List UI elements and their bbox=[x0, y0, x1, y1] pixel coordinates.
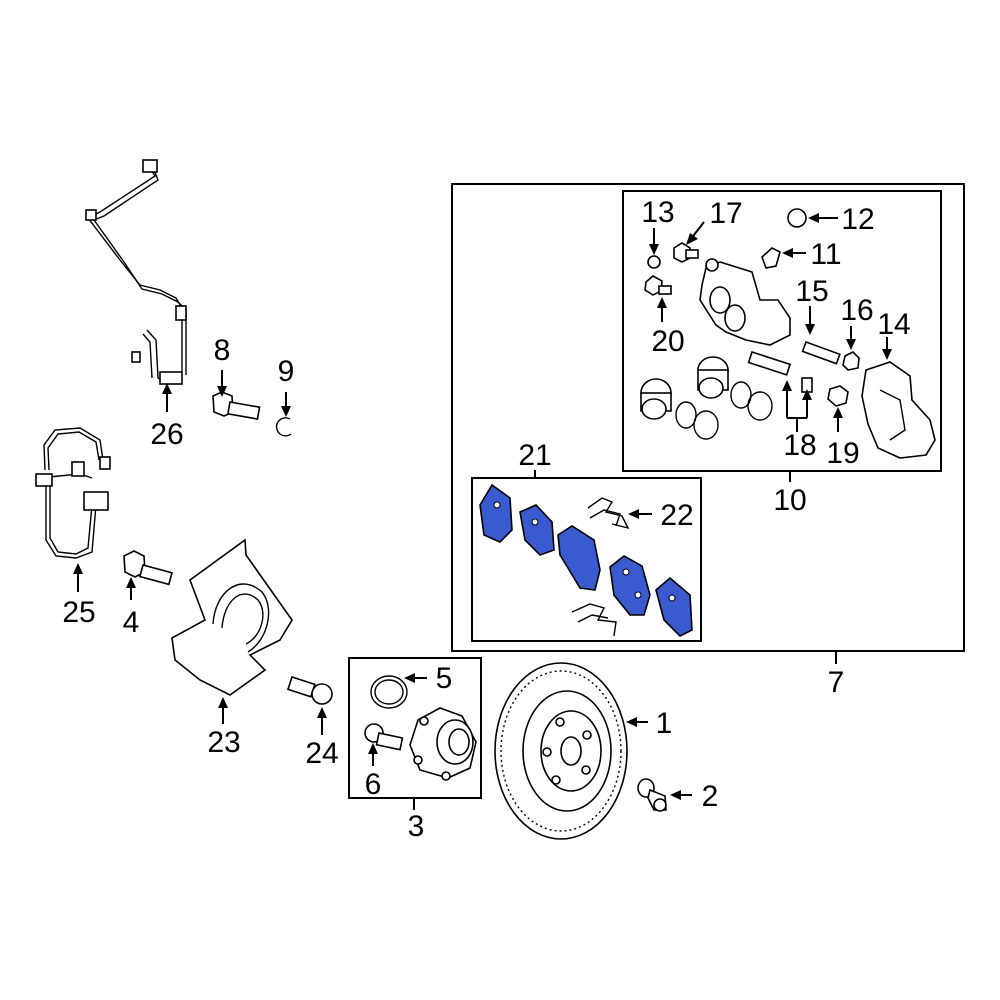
callout-8: 8 bbox=[214, 334, 231, 367]
bolt-24[interactable] bbox=[286, 675, 333, 705]
caliper-assembly-box bbox=[451, 183, 965, 652]
brake-pad-kit-box bbox=[471, 477, 702, 642]
brake-hose-26[interactable] bbox=[85, 159, 187, 385]
callout-15: 15 bbox=[795, 275, 828, 308]
callout-13: 13 bbox=[641, 196, 674, 229]
callout-2: 2 bbox=[702, 780, 719, 813]
caliper-bracket-14[interactable] bbox=[861, 361, 936, 459]
callout-7: 7 bbox=[828, 666, 845, 699]
bolt-6[interactable] bbox=[364, 723, 404, 751]
callout-14: 14 bbox=[877, 308, 910, 341]
callout-18: 18 bbox=[783, 429, 816, 462]
callout-23: 23 bbox=[207, 726, 240, 759]
pad-clips-22[interactable] bbox=[571, 497, 630, 637]
clip-9[interactable] bbox=[275, 417, 292, 437]
brake-rotor-1[interactable] bbox=[494, 662, 628, 840]
callout-16: 16 bbox=[840, 294, 873, 327]
callout-24: 24 bbox=[305, 737, 338, 770]
callout-5: 5 bbox=[436, 662, 453, 695]
leader-lines bbox=[73, 213, 892, 810]
callout-6: 6 bbox=[365, 768, 382, 801]
callout-12: 12 bbox=[841, 203, 874, 236]
o-ring-5[interactable] bbox=[370, 675, 408, 709]
bolt-8[interactable] bbox=[212, 391, 261, 420]
callout-3: 3 bbox=[408, 810, 425, 843]
callout-4: 4 bbox=[123, 606, 140, 639]
callout-19: 19 bbox=[826, 437, 859, 470]
callout-22: 22 bbox=[660, 499, 693, 532]
callout-21: 21 bbox=[518, 439, 551, 472]
bolt-13[interactable] bbox=[647, 255, 661, 269]
callout-9: 9 bbox=[278, 355, 295, 388]
brake-hose-25[interactable] bbox=[35, 427, 111, 559]
callout-26: 26 bbox=[150, 418, 183, 451]
callout-25: 25 bbox=[62, 596, 95, 629]
callout-11: 11 bbox=[810, 238, 841, 271]
guide-pin-18[interactable] bbox=[747, 350, 813, 393]
cap-12[interactable] bbox=[787, 208, 807, 228]
callout-10: 10 bbox=[773, 484, 806, 517]
brake-pads-21[interactable] bbox=[479, 483, 693, 637]
bolt-4[interactable] bbox=[123, 550, 173, 586]
callout-20: 20 bbox=[651, 325, 684, 358]
dust-shield-23[interactable] bbox=[171, 538, 293, 696]
callout-17: 17 bbox=[709, 197, 742, 230]
bolt-17[interactable] bbox=[673, 242, 699, 263]
callout-1: 1 bbox=[656, 707, 673, 740]
caliper-housing[interactable] bbox=[699, 258, 791, 346]
piston-seals[interactable] bbox=[640, 356, 773, 440]
bleeder-11[interactable] bbox=[761, 247, 781, 269]
hub-bearing-3[interactable] bbox=[409, 707, 477, 781]
bolt-20[interactable] bbox=[644, 275, 672, 296]
guide-pin-15[interactable] bbox=[801, 340, 841, 365]
screw-2[interactable] bbox=[637, 778, 667, 812]
boot-16[interactable] bbox=[842, 351, 860, 371]
caliper-subassembly-box bbox=[622, 190, 942, 472]
nut-19[interactable] bbox=[827, 385, 849, 407]
